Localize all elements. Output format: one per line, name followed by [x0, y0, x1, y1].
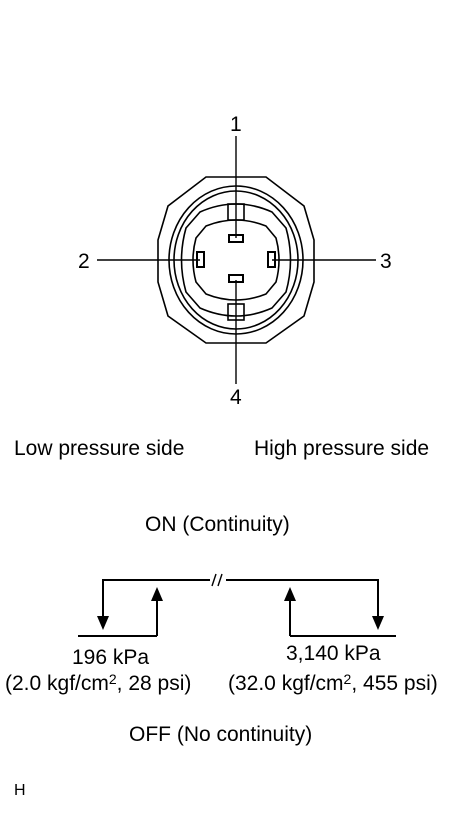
off-state-label: OFF (No continuity) — [129, 723, 313, 746]
low-threshold-superscript: 2 — [108, 671, 117, 687]
arrow-down-low — [97, 616, 109, 630]
chart-arrows — [97, 587, 384, 630]
high-threshold-kpa: 3,140 kPa — [286, 642, 381, 665]
break-mark-1 — [211, 573, 217, 587]
low-pressure-side-label: Low pressure side — [14, 437, 185, 460]
arrow-up-low — [151, 587, 163, 601]
arrow-up-high — [284, 587, 296, 601]
high-threshold-superscript: 2 — [343, 671, 352, 687]
on-state-label: ON (Continuity) — [145, 513, 290, 536]
high-threshold-detail-suffix: , 455 psi) — [351, 672, 438, 695]
low-threshold-kpa: 196 kPa — [72, 646, 150, 669]
pin-leader-lines — [97, 136, 376, 384]
pin-label-1: 1 — [230, 113, 242, 136]
low-threshold-detail-prefix: (2.0 kgf/cm — [5, 672, 109, 695]
break-mark-2 — [217, 573, 223, 587]
terminals — [196, 234, 276, 283]
high-threshold-detail: (32.0 kgf/cm2, 455 psi) — [228, 670, 438, 694]
connector-inner-housing — [192, 219, 280, 301]
on-line-low — [102, 579, 210, 618]
switch-chart — [78, 573, 396, 637]
arrow-down-high — [372, 616, 384, 630]
pin-label-2: 2 — [78, 250, 90, 273]
on-line-high — [226, 579, 379, 618]
low-threshold-detail: (2.0 kgf/cm2, 28 psi) — [5, 670, 191, 694]
high-threshold-detail-prefix: (32.0 kgf/cm — [228, 672, 344, 695]
pin-label-3: 3 — [380, 250, 392, 273]
pin-label-4: 4 — [230, 386, 242, 409]
connector-outer-outline — [157, 176, 315, 344]
high-pressure-side-label: High pressure side — [254, 437, 430, 460]
connector-housing — [180, 203, 292, 317]
figure-code: H — [14, 782, 26, 799]
low-threshold-detail-suffix: , 28 psi) — [116, 672, 192, 695]
